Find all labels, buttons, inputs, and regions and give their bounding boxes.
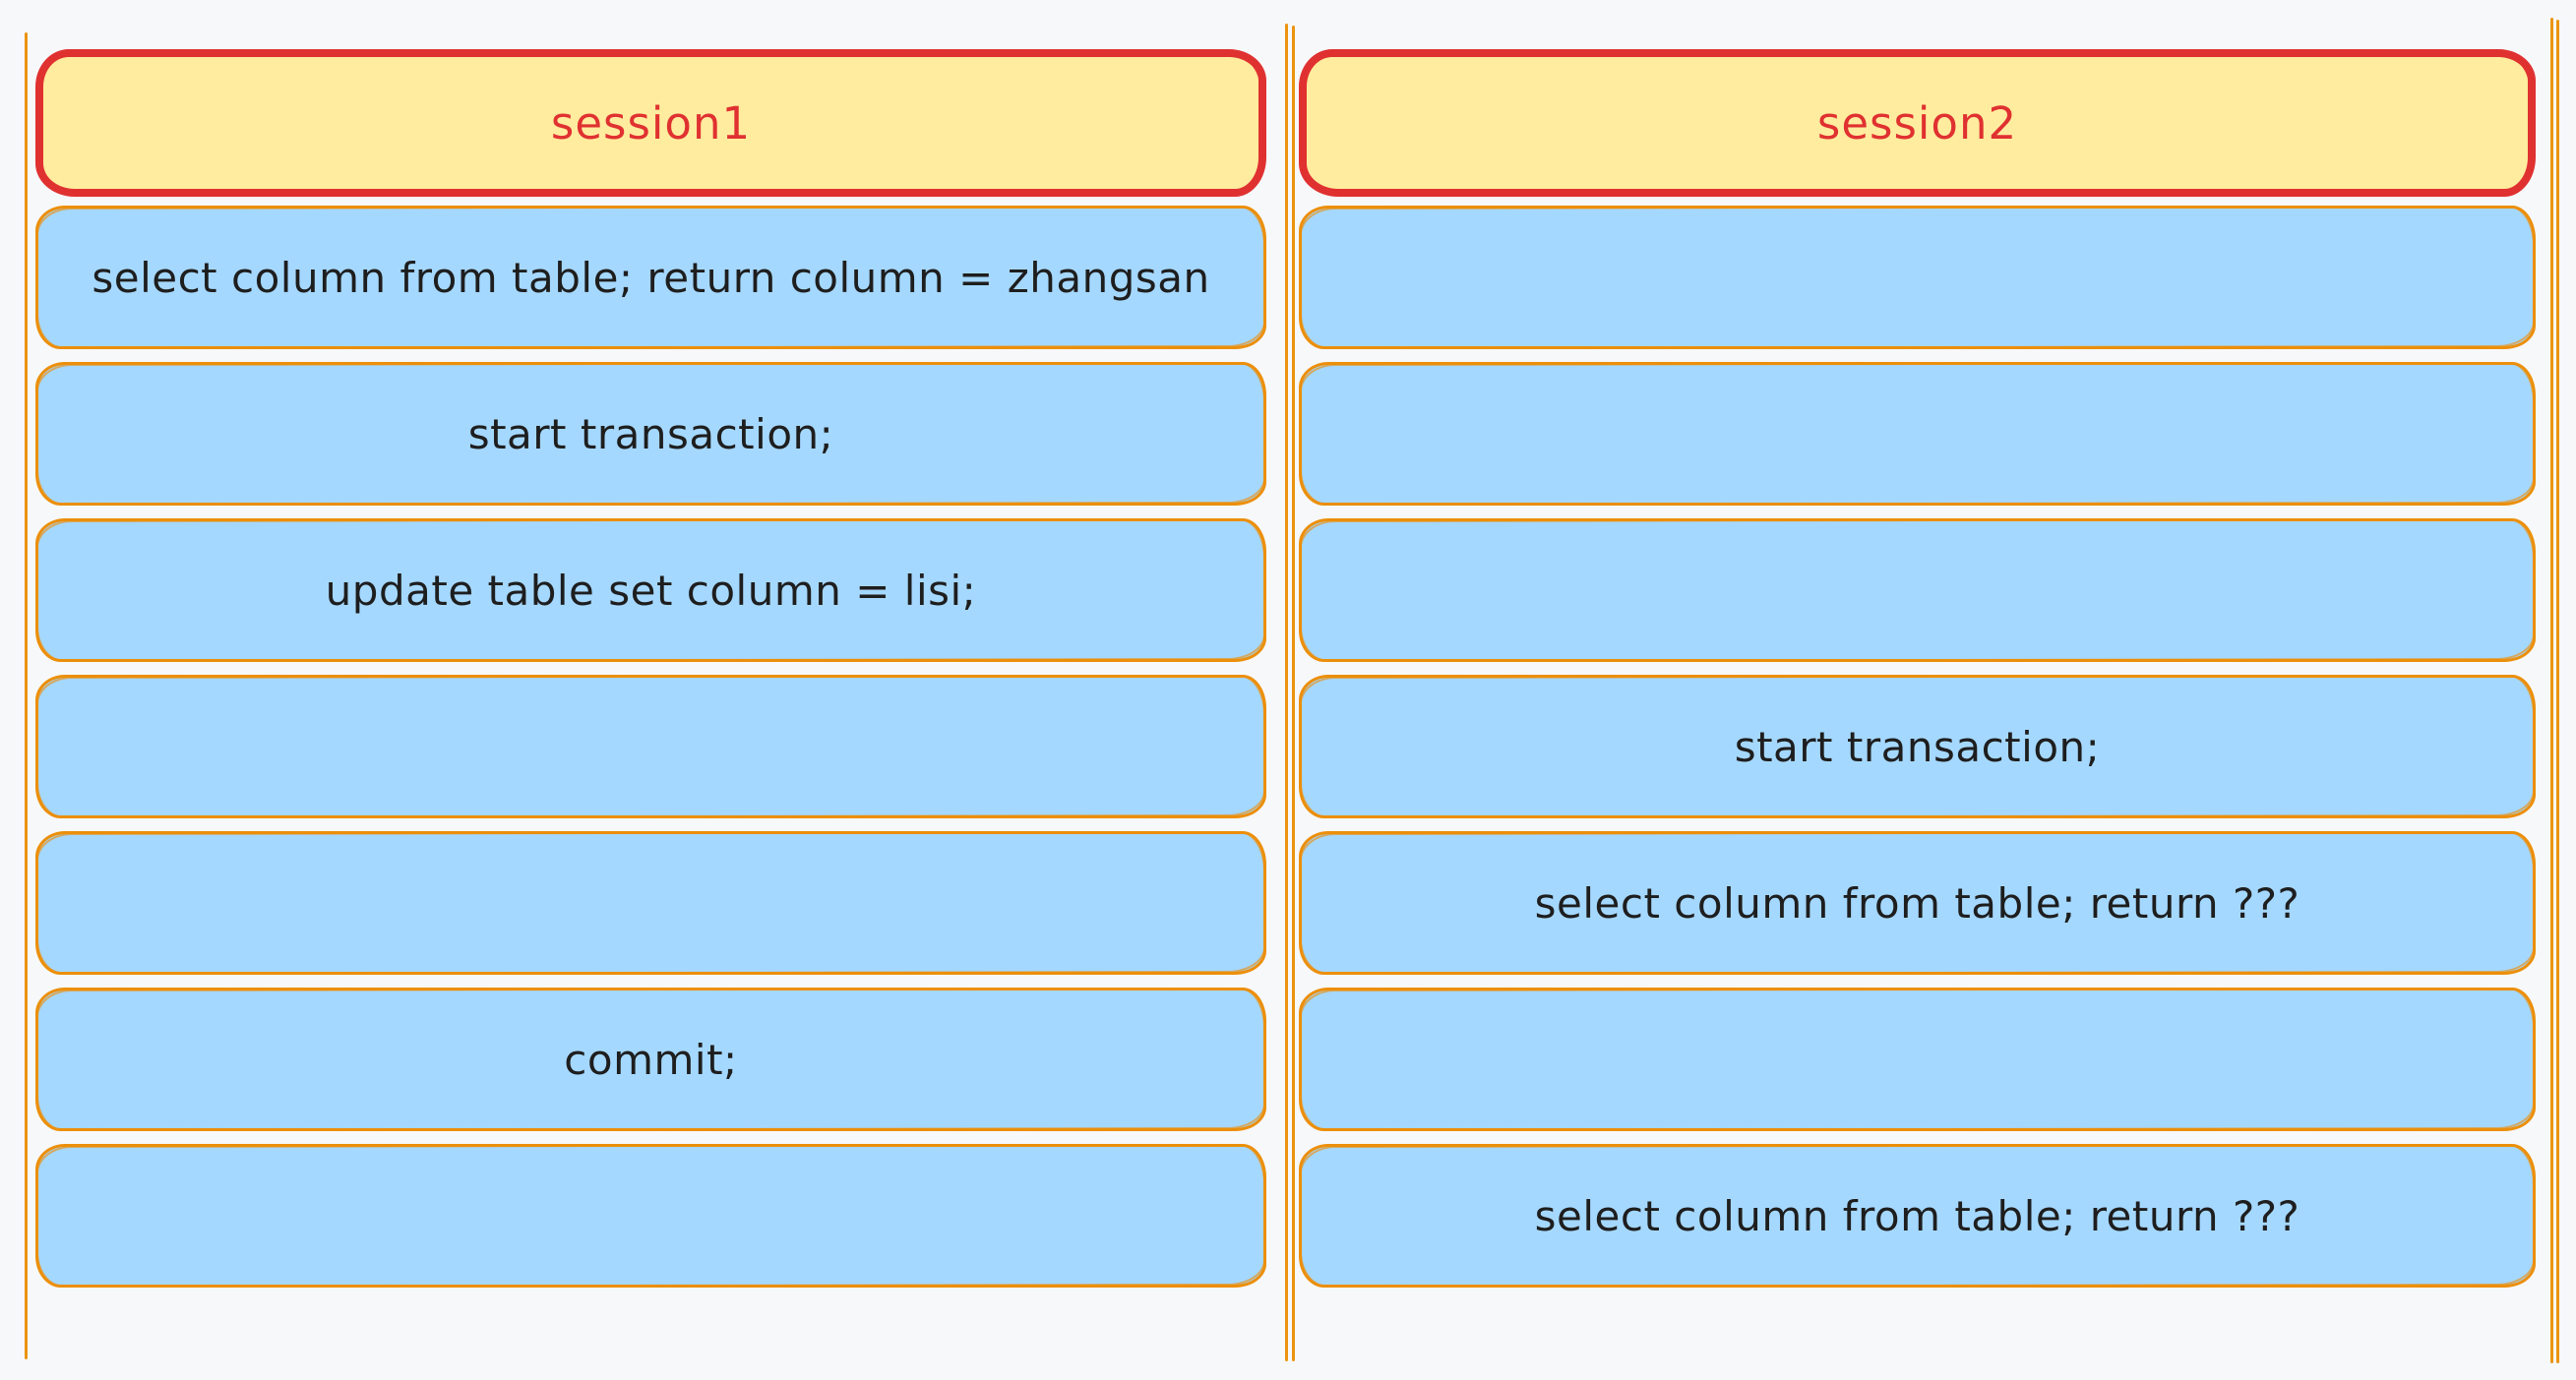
- lane-divider-middle-stroke1: [1285, 24, 1288, 1361]
- session2-step-5: select column from table; return ???: [1299, 831, 2536, 975]
- step-label: select column from table; return ???: [1534, 878, 2300, 928]
- session2-step-1: [1299, 206, 2536, 349]
- session2-step-2: [1299, 362, 2536, 506]
- session1-title: session1: [550, 96, 752, 150]
- session1-header: session1: [35, 49, 1266, 197]
- lane-divider-right-stroke1: [2550, 18, 2553, 1363]
- lane-divider-middle-stroke2: [1292, 26, 1295, 1361]
- session1-lane: session1 select column from table; retur…: [35, 0, 1266, 1380]
- session1-step-2: start transaction;: [35, 362, 1266, 506]
- session1-step-3: update table set column = lisi;: [35, 518, 1266, 662]
- session1-step-4: [35, 675, 1266, 818]
- session2-step-4: start transaction;: [1299, 675, 2536, 818]
- session2-step-6: [1299, 988, 2536, 1131]
- session2-step-7: select column from table; return ???: [1299, 1144, 2536, 1288]
- lane-divider-left: [25, 32, 28, 1359]
- step-label: update table set column = lisi;: [325, 566, 977, 615]
- step-label: select column from table; return column …: [92, 253, 1210, 302]
- session1-step-6: commit;: [35, 988, 1266, 1131]
- session2-lane: session2 start transaction; select column…: [1299, 0, 2536, 1380]
- session1-step-5: [35, 831, 1266, 975]
- session2-step-3: [1299, 518, 2536, 662]
- session2-title: session2: [1816, 96, 2018, 150]
- session1-steps: select column from table; return column …: [35, 206, 1266, 1300]
- lane-divider-right-stroke2: [2556, 20, 2559, 1363]
- session1-step-1: select column from table; return column …: [35, 206, 1266, 349]
- step-label: select column from table; return ???: [1534, 1191, 2300, 1240]
- session2-header: session2: [1299, 49, 2536, 197]
- step-label: start transaction;: [1734, 722, 2101, 771]
- session1-step-7: [35, 1144, 1266, 1288]
- step-label: start transaction;: [467, 409, 834, 458]
- step-label: commit;: [564, 1035, 738, 1084]
- session2-steps: start transaction; select column from tab…: [1299, 206, 2536, 1300]
